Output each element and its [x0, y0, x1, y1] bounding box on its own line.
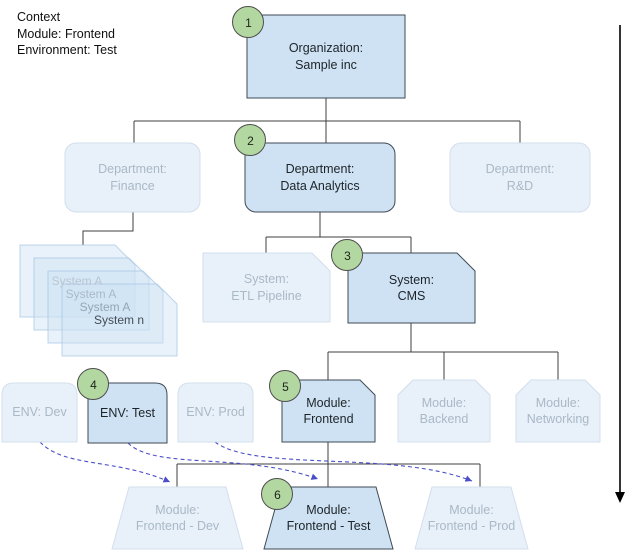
context-module: Module: Frontend [17, 26, 115, 41]
dashed-link-env-prod [214, 441, 473, 482]
badge-4-circle [77, 368, 109, 400]
badge-6-circle [261, 478, 293, 510]
node-department-data-analytics-shape [244, 142, 396, 213]
node-instance-frontend-prod-shape [414, 486, 529, 550]
badge-2-circle [234, 124, 266, 156]
node-instance-frontend-test-shape [263, 486, 394, 550]
node-instance-frontend-dev-shape [111, 486, 244, 550]
connector-frontend-to-instances [176, 442, 481, 487]
connector-finance-to-systems [82, 212, 134, 245]
node-system-stack-shapes [19, 244, 178, 357]
node-department-rd-shape [449, 142, 591, 213]
node-env-dev-shape [1, 382, 78, 443]
node-module-networking-shape [515, 379, 601, 443]
badge-3-circle [331, 239, 363, 271]
node-department-finance-shape [64, 142, 201, 213]
node-organization-shape [246, 14, 406, 99]
node-env-prod-shape [177, 382, 254, 443]
connector-org-to-departments [133, 98, 521, 143]
context-note: Context Module: Frontend Environment: Te… [17, 9, 117, 59]
system-stack-label-3: System A [79, 300, 131, 314]
connector-cms-to-modules [327, 323, 559, 380]
badge-1-circle [232, 6, 264, 38]
node-system-etl-shape [202, 252, 331, 323]
context-title: Context [17, 10, 61, 24]
system-stack-label-2: System A [65, 287, 117, 301]
system-stack-label-1: System A [51, 274, 103, 288]
connector-dataanalytics-to-systems [265, 212, 412, 253]
step-badges [77, 6, 363, 510]
dashed-link-env-test [127, 442, 319, 480]
node-module-backend-shape [397, 379, 491, 443]
dashed-link-env-dev [39, 441, 171, 483]
context-environment: Environment: Test [17, 43, 117, 57]
node-system-cms-shape [347, 252, 476, 324]
badge-5-circle [269, 370, 301, 402]
system-stack-label-n: System n [93, 313, 145, 327]
flow-direction-arrow [615, 25, 625, 503]
